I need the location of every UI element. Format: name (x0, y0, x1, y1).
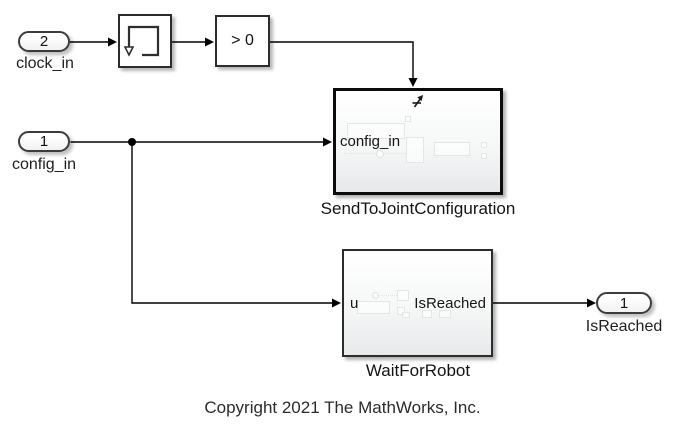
subsystem-output-port-label: IsReached (414, 294, 486, 312)
ghost-block (357, 301, 390, 314)
copyright-annotation: Copyright 2021 The MathWorks, Inc. (204, 398, 481, 417)
subsystem-send-to-joint-configuration-label: SendToJointConfiguration (320, 199, 516, 218)
subsystem-wait-for-robot-label: WaitForRobot (365, 361, 471, 380)
ghost-port (376, 150, 384, 158)
trigger-edge-icon (412, 94, 425, 113)
inport-config-in[interactable]: 1 (18, 131, 70, 152)
subsystem-input-port-label: config_in (340, 133, 401, 150)
outport-is-reached[interactable]: 1 (596, 292, 652, 314)
subsystem-wait-for-robot[interactable]: u IsReached (342, 249, 493, 357)
ghost-block (397, 307, 405, 315)
ghost-block (405, 116, 411, 122)
inport-config-in-number: 1 (39, 133, 49, 150)
compare-operator-label: > 0 (231, 32, 254, 49)
memory-block[interactable] (118, 14, 172, 68)
ghost-block (347, 123, 405, 139)
wire-waitforrobot-to-outport[interactable] (493, 298, 596, 308)
wire-memory-to-compare[interactable] (172, 37, 214, 47)
subsystem-input-port-label: u (350, 294, 359, 312)
ghost-block (439, 310, 451, 318)
wire-branch-to-waitforrobot[interactable] (131, 142, 341, 308)
ghost-wire (377, 295, 397, 296)
ghost-block (434, 142, 470, 156)
ghost-wire (344, 153, 406, 154)
wire-clockin-to-memory[interactable] (69, 37, 118, 47)
memory-loop-icon (123, 25, 160, 57)
ghost-block (406, 137, 424, 163)
inport-config-in-label: config_in (11, 156, 77, 173)
wire-configin-to-subsystem[interactable] (70, 137, 333, 147)
ghost-block (481, 142, 487, 148)
outport-is-reached-label: IsReached (585, 318, 663, 335)
inport-clock-in[interactable]: 2 (18, 31, 70, 52)
ghost-block (397, 290, 409, 301)
ghost-block (481, 153, 487, 159)
wire-compare-to-trigger[interactable] (270, 41, 418, 87)
ghost-block (402, 312, 410, 318)
ghost-block (422, 310, 432, 318)
inport-clock-in-number: 2 (39, 33, 49, 50)
inport-clock-in-label: clock_in (16, 55, 74, 72)
outport-is-reached-number: 1 (619, 294, 629, 312)
compare-to-zero-block[interactable]: > 0 (215, 15, 270, 67)
subsystem-send-to-joint-configuration[interactable]: config_in (333, 88, 503, 195)
